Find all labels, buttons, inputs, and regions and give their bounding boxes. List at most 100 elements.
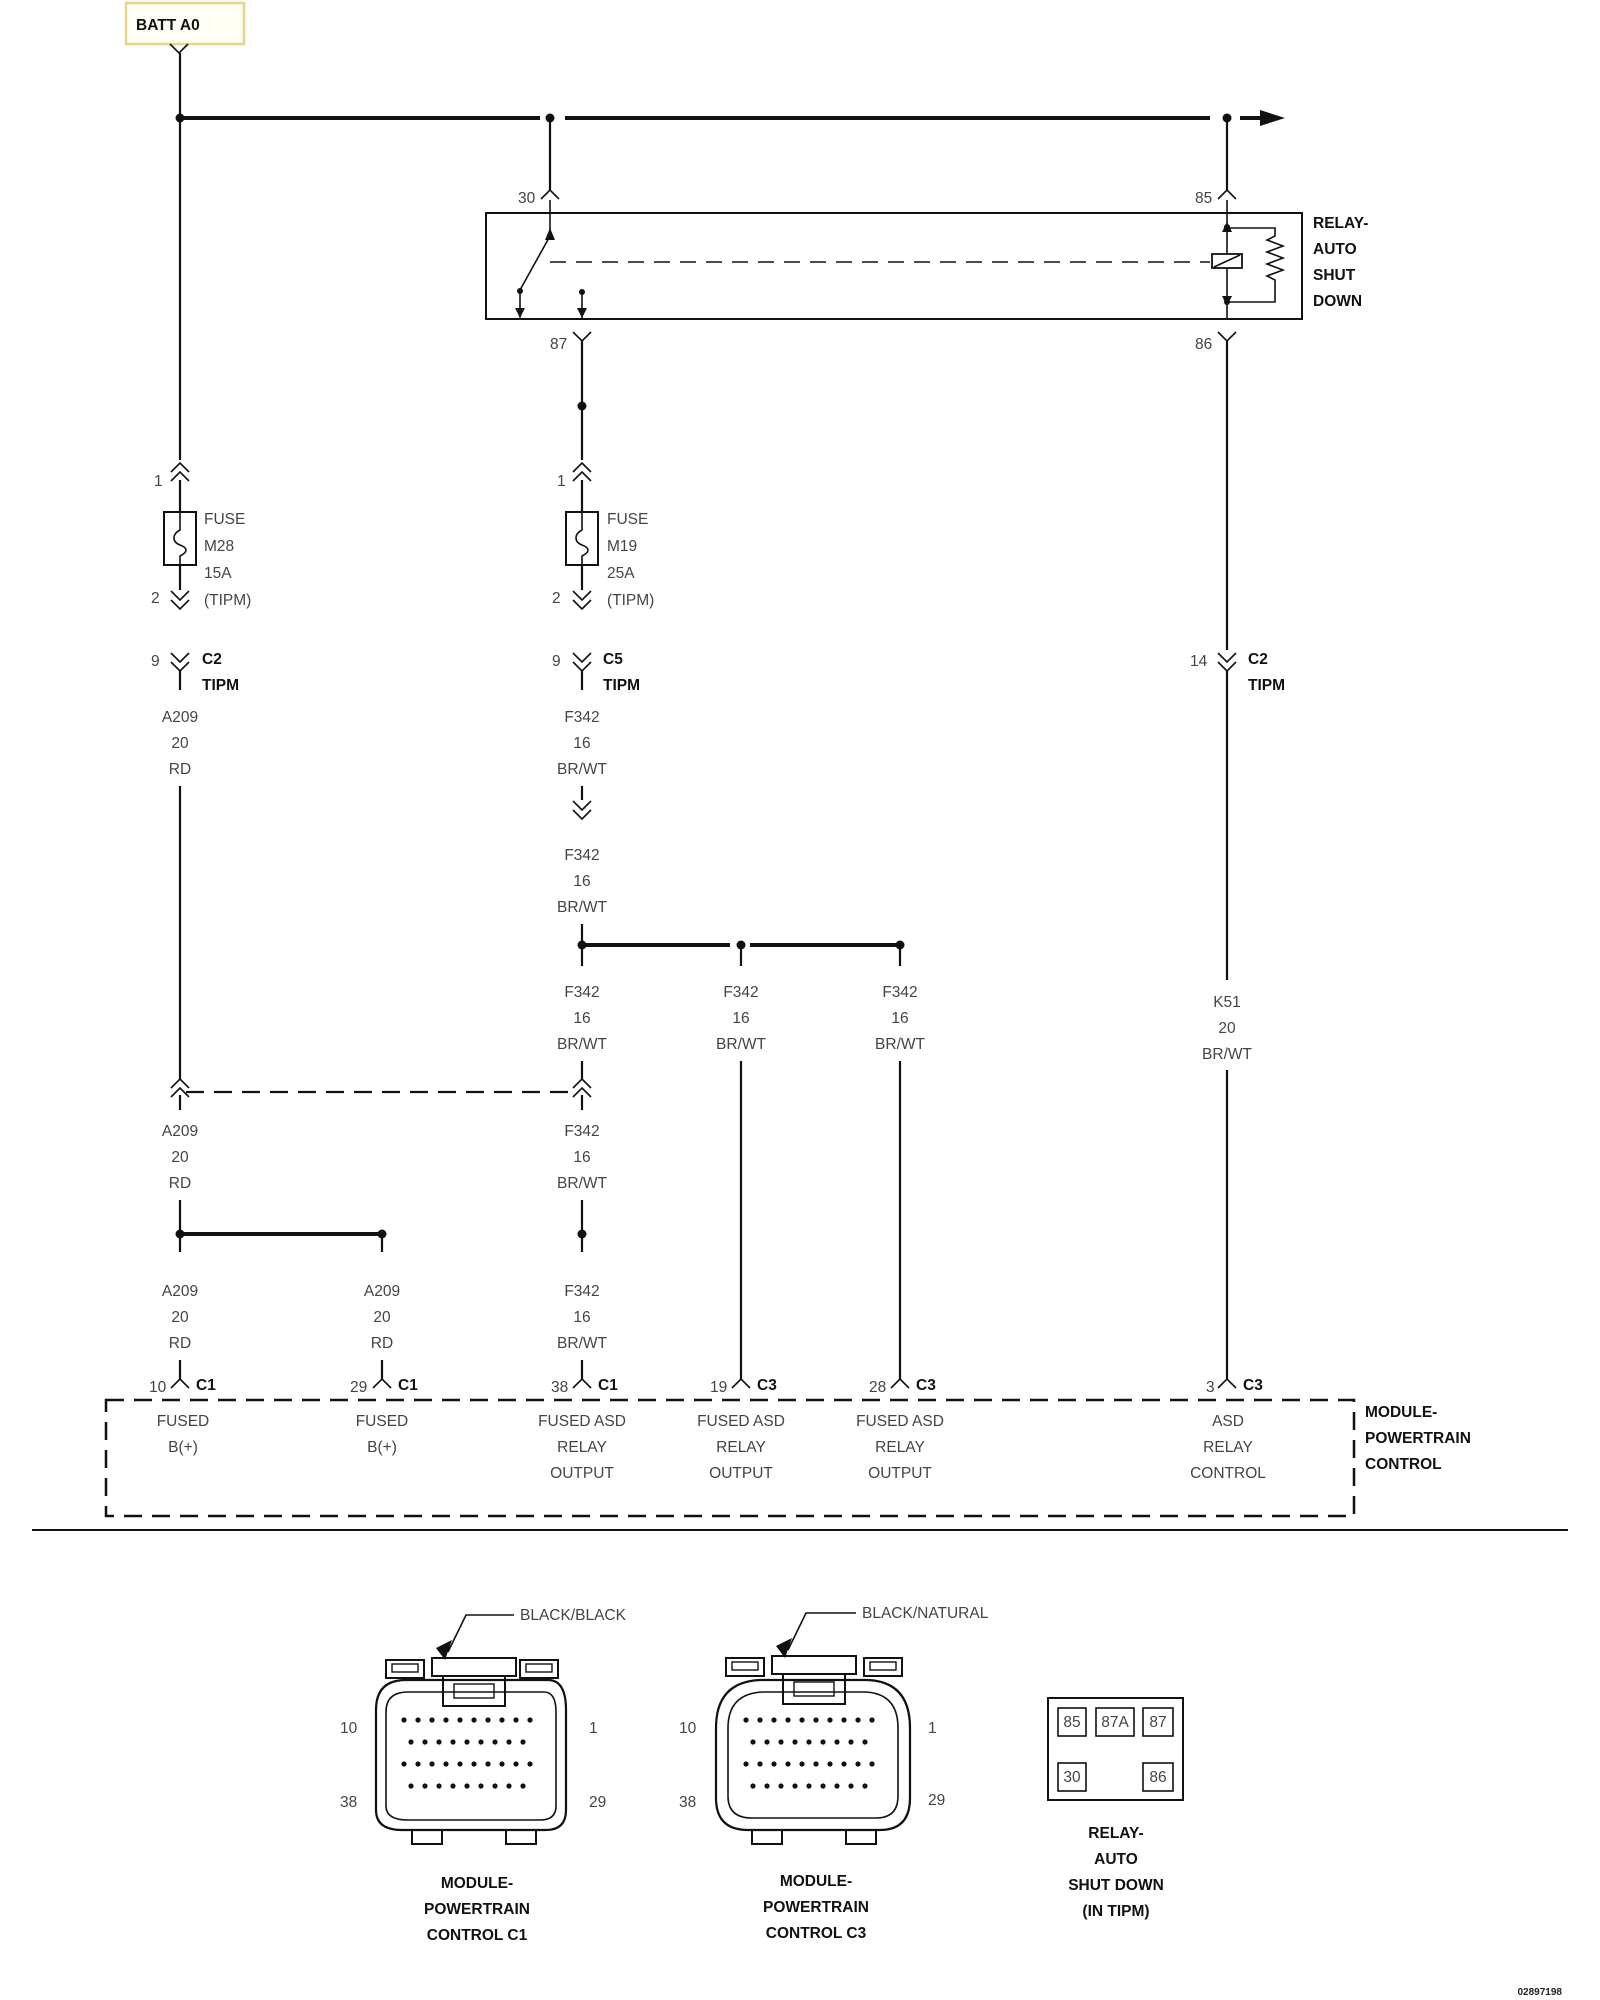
wire-f342-id: F342	[723, 984, 758, 1001]
connector-cavity	[764, 1783, 770, 1789]
connector-cavity	[841, 1761, 847, 1767]
c5-tipm-pin-9: 9	[552, 653, 561, 670]
relay-pin-86: 86	[1195, 336, 1212, 353]
connector-cavity	[429, 1717, 435, 1723]
connector-cavity	[799, 1761, 805, 1767]
connector-c1-caption: POWERTRAIN	[424, 1901, 530, 1918]
connector-cavity	[806, 1783, 812, 1789]
pcm-pin-19-function: FUSED ASD	[697, 1413, 785, 1430]
pcm-pin-19-function: RELAY	[716, 1439, 766, 1456]
relay-box	[485, 212, 1303, 320]
connector-cavity	[799, 1717, 805, 1723]
relay-view-caption: AUTO	[1094, 1851, 1138, 1868]
pcm-pin-3-function: RELAY	[1203, 1439, 1253, 1456]
connector-cavity	[806, 1739, 812, 1745]
connector-cavity	[401, 1761, 407, 1767]
pcm-pin-38: 38	[551, 1379, 568, 1396]
connector-cavity	[506, 1783, 512, 1789]
wire-f342-id: F342	[564, 1283, 599, 1300]
connector-cavity	[499, 1761, 505, 1767]
pcm-pin-28-function: RELAY	[875, 1439, 925, 1456]
fuse-m28-location: (TIPM)	[204, 592, 251, 609]
connector-c1-color: BLACK/BLACK	[520, 1607, 627, 1624]
wire-a209-gauge: 20	[171, 1149, 189, 1166]
pcm-label-line1: MODULE-	[1365, 1404, 1437, 1421]
relay-cavity-87: 87	[1149, 1714, 1166, 1731]
wire-f342-id: F342	[882, 984, 917, 1001]
connector-c3-pin-38: 38	[679, 1794, 696, 1811]
connector-cavity	[464, 1739, 470, 1745]
wire-f342-id: F342	[564, 1123, 599, 1140]
wire-f342-color: BR/WT	[557, 1175, 607, 1192]
connector-cavity	[527, 1717, 533, 1723]
connector-cavity	[422, 1783, 428, 1789]
pcm-pin-38-connector: C1	[598, 1377, 618, 1394]
connector-cavity	[408, 1783, 414, 1789]
wire-a209-color: RD	[371, 1335, 393, 1352]
pcm-label-line3: CONTROL	[1365, 1456, 1442, 1473]
connector-cavity	[820, 1739, 826, 1745]
connector-cavity	[862, 1783, 868, 1789]
connector-cavity	[848, 1739, 854, 1745]
wire-a209-color: RD	[169, 1175, 191, 1192]
wire-a209-id: A209	[162, 1283, 198, 1300]
wire-f342-color: BR/WT	[875, 1036, 925, 1053]
connector-cavity	[401, 1717, 407, 1723]
connector-cavity	[785, 1761, 791, 1767]
connector-cavity	[750, 1739, 756, 1745]
connector-cavity	[764, 1739, 770, 1745]
wire-f342-id: F342	[564, 847, 599, 864]
connector-cavity	[520, 1783, 526, 1789]
pcm-pin-29-function: B(+)	[367, 1439, 397, 1456]
relay-cavity-30: 30	[1063, 1769, 1081, 1786]
connector-c3-pin-1: 1	[928, 1720, 937, 1737]
connector-cavity	[834, 1783, 840, 1789]
connector-cavity	[778, 1783, 784, 1789]
pcm-pin-10-function: B(+)	[168, 1439, 198, 1456]
wire-a209-id: A209	[162, 709, 198, 726]
pcm-pin-3-connector: C3	[1243, 1377, 1263, 1394]
connector-cavity	[450, 1739, 456, 1745]
pcm-pin-3-function: ASD	[1212, 1413, 1244, 1430]
pcm-label-line2: POWERTRAIN	[1365, 1430, 1471, 1447]
fuse-m19-location: (TIPM)	[607, 592, 654, 609]
connector-cavity	[415, 1761, 421, 1767]
relay-cavity-view: 85 87A 87 30 86 RELAY- AUTO SHUT DOWN (I…	[1047, 1697, 1184, 1920]
wire-f342-color: BR/WT	[557, 761, 607, 778]
relay-label-line4: DOWN	[1313, 293, 1362, 310]
document-number: 02897198	[1518, 1987, 1563, 1998]
connector-cavity	[785, 1717, 791, 1723]
wire-k51-color: BR/WT	[1202, 1046, 1252, 1063]
connector-cavity	[485, 1717, 491, 1723]
battery-label-box	[124, 1, 246, 46]
relay-pin-85: 85	[1195, 190, 1212, 207]
connector-cavity	[415, 1717, 421, 1723]
connector-c1-pin-1: 1	[589, 1720, 598, 1737]
relay-view-caption: RELAY-	[1088, 1825, 1143, 1842]
connector-cavity	[855, 1717, 861, 1723]
connector-cavity	[429, 1761, 435, 1767]
relay-cavity-85: 85	[1063, 1714, 1080, 1731]
connector-cavity	[743, 1717, 749, 1723]
wire-f342-color: BR/WT	[557, 1335, 607, 1352]
wire-f342-gauge: 16	[573, 1010, 590, 1027]
wire-k51-gauge: 20	[1218, 1020, 1236, 1037]
pcm-pin-38-function: RELAY	[557, 1439, 607, 1456]
connector-cavity	[443, 1717, 449, 1723]
pcm-pin-29: 29	[350, 1379, 367, 1396]
connector-cavity	[771, 1761, 777, 1767]
connector-cavity	[471, 1761, 477, 1767]
fuse-m28-pin-1: 1	[154, 473, 163, 490]
connector-c1-caption: CONTROL C1	[427, 1927, 528, 1944]
connector-cavity	[757, 1761, 763, 1767]
wire-f342-id: F342	[564, 984, 599, 1001]
c2-tipm-right-connector-name: C2	[1248, 651, 1268, 668]
fuse-m28-label: FUSE	[204, 511, 245, 528]
connector-cavity	[778, 1739, 784, 1745]
connector-cavity	[771, 1717, 777, 1723]
connector-cavity	[492, 1783, 498, 1789]
pcm-module-box	[104, 1398, 1356, 1518]
fuse-m19-number: M19	[607, 538, 637, 555]
wire-a209-gauge: 20	[171, 735, 189, 752]
